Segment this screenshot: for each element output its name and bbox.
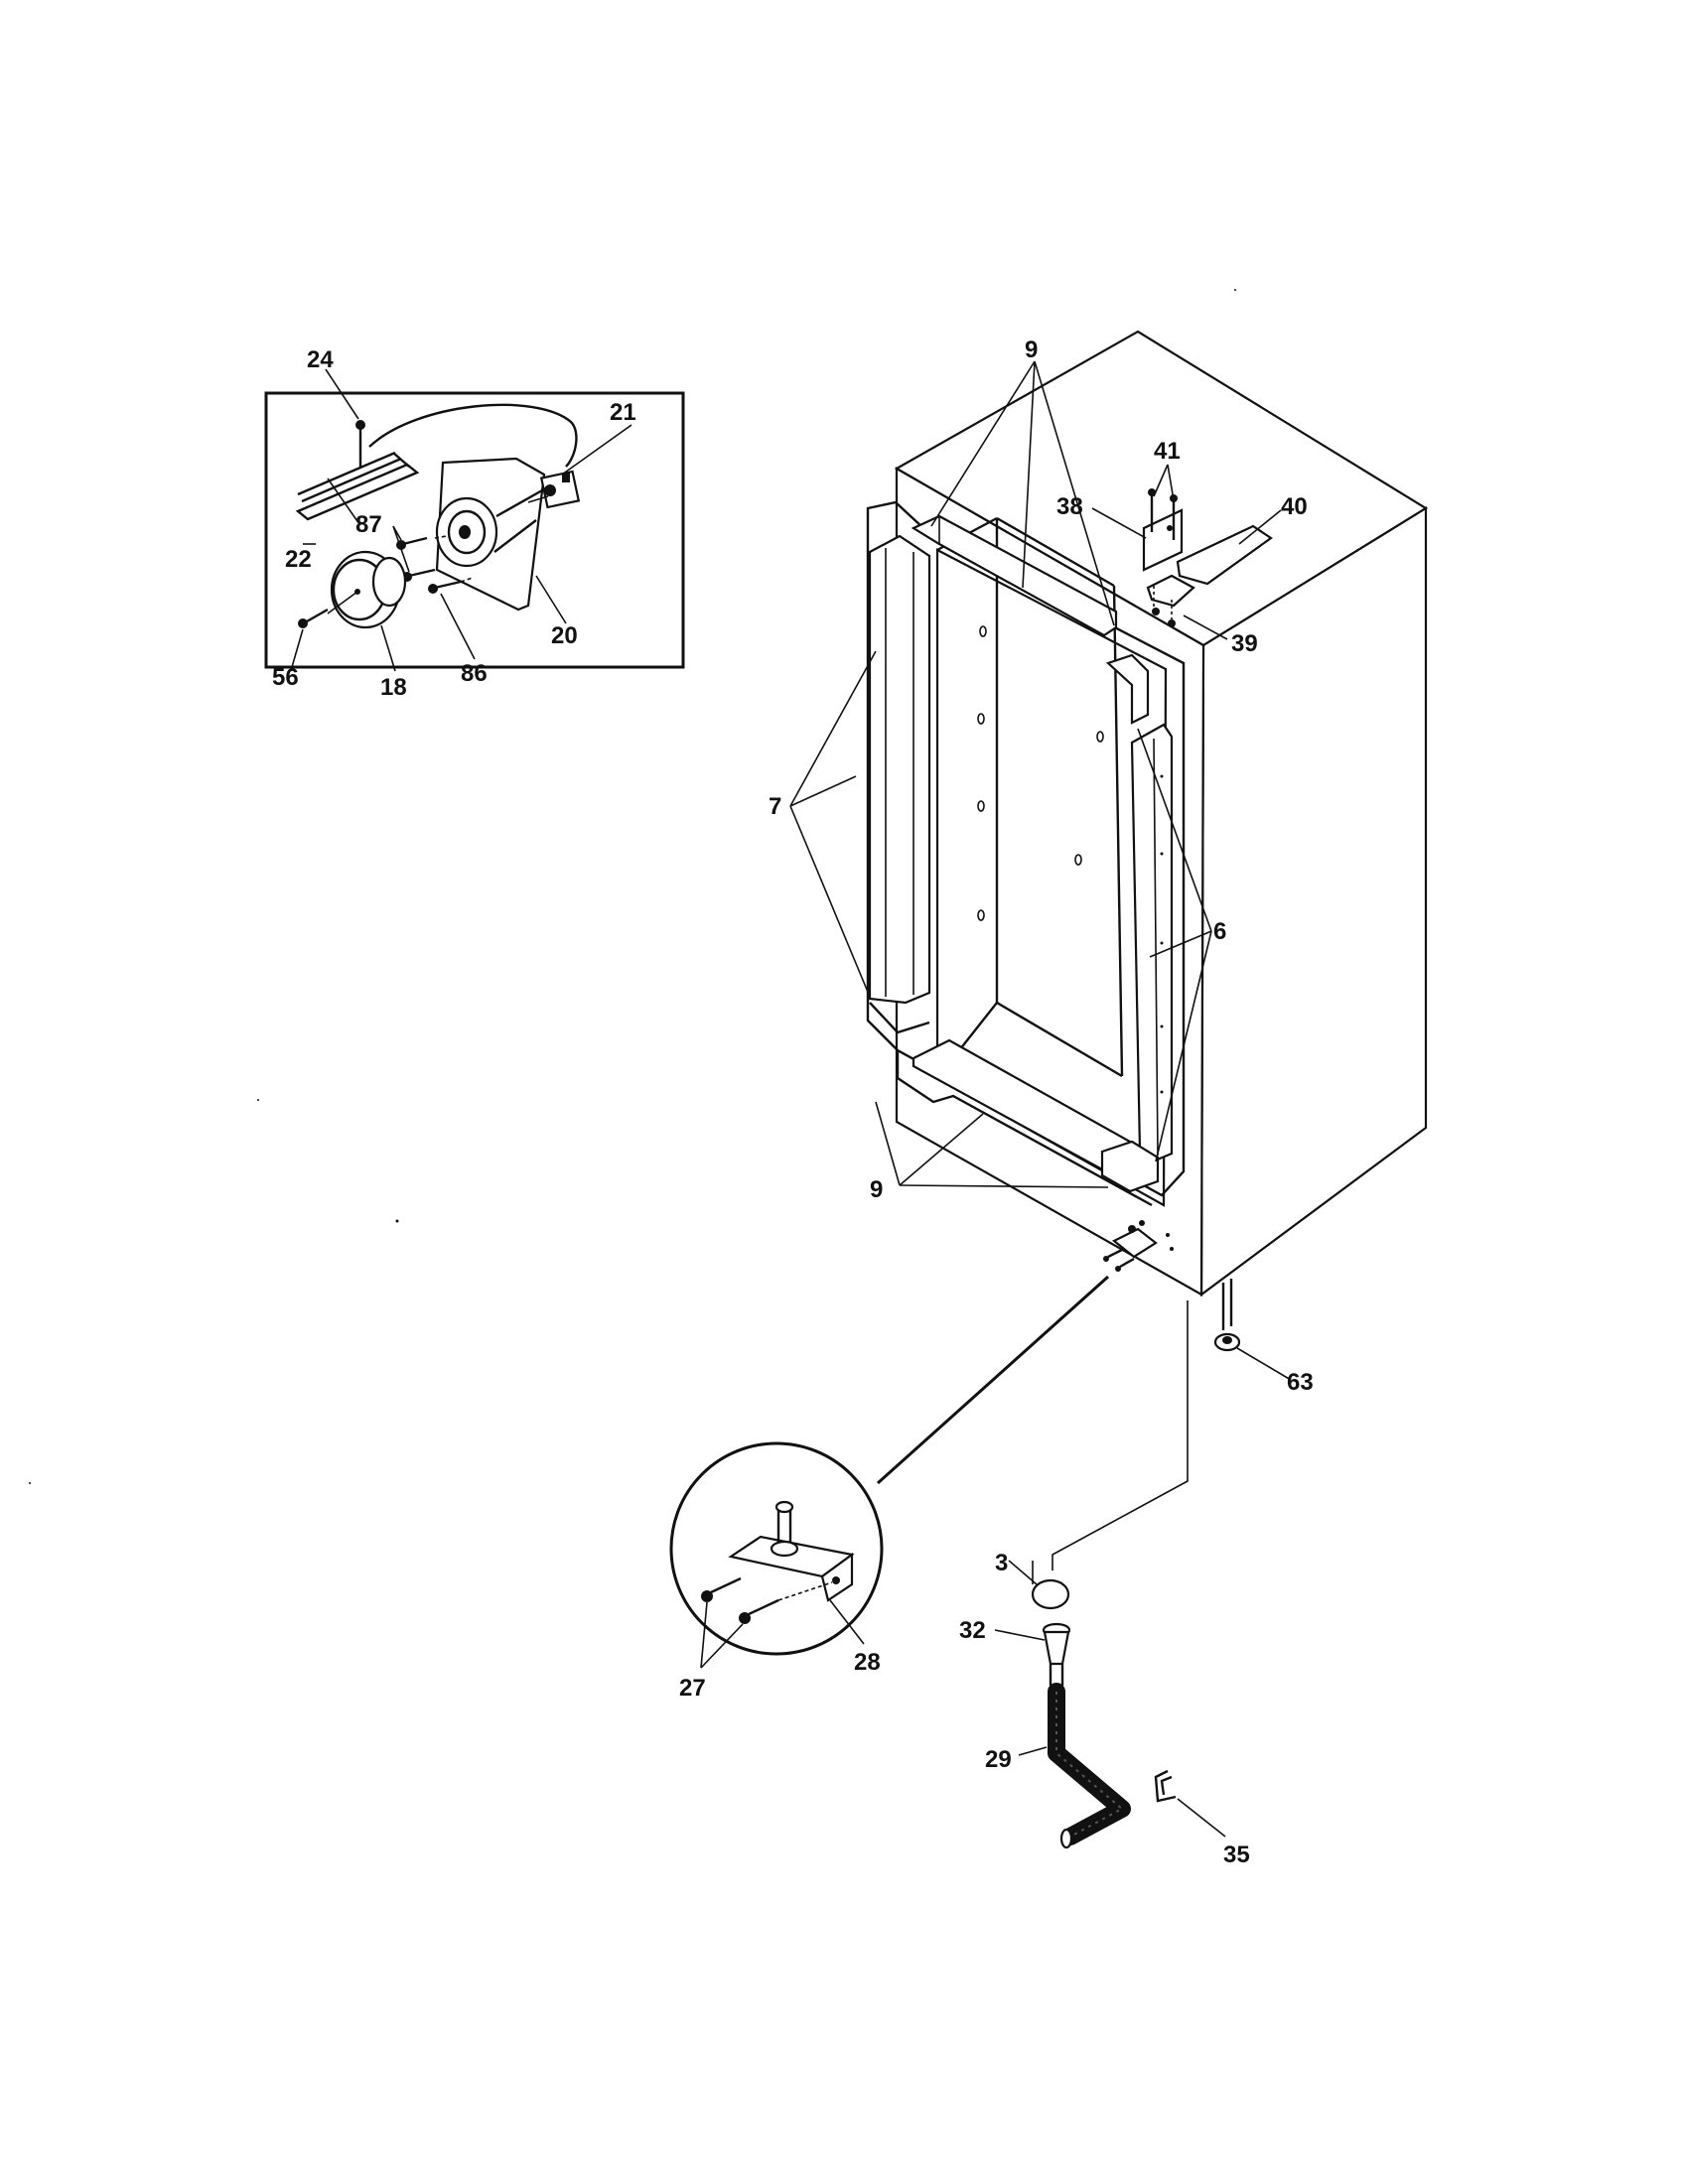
part-35-clip: [1154, 1769, 1177, 1803]
label-7: 7: [769, 793, 781, 820]
label-63: 63: [1287, 1369, 1314, 1396]
label-32: 32: [959, 1617, 986, 1644]
label-22: 22: [285, 546, 312, 573]
label-9-bottom: 9: [870, 1176, 883, 1203]
freezer-cabinet: [866, 330, 1429, 1352]
part-32-drain-fitting: [1042, 1622, 1071, 1686]
label-9-top: 9: [1025, 337, 1038, 363]
part-40-hinge-arm: [1176, 524, 1273, 586]
part-18-fan-blade: [327, 550, 407, 629]
bottom-hinge-small: [1103, 1220, 1174, 1272]
part-39-hinge-block: [1146, 574, 1195, 608]
label-29: 29: [985, 1746, 1012, 1773]
part-9-bottom-breaker-strip: [896, 1038, 1160, 1207]
label-18: 18: [380, 674, 407, 701]
part-24-screw: [355, 420, 365, 469]
label-35: 35: [1223, 1842, 1250, 1868]
part-3-plug: [1031, 1561, 1070, 1610]
fan-assembly-inset: [264, 368, 685, 672]
drain-assembly: [994, 1300, 1226, 1849]
label-87: 87: [355, 511, 382, 538]
top-hinge-assembly: [1142, 488, 1273, 627]
part-labels: 24 21 87 22 20 56 18 86 9 41 38 40 39 7 …: [272, 337, 1314, 1868]
label-28: 28: [854, 1649, 881, 1676]
part-22-bracket: [295, 451, 420, 521]
label-24: 24: [307, 346, 334, 373]
label-56: 56: [272, 664, 299, 691]
scan-specks: [29, 289, 1236, 1484]
wire: [368, 403, 578, 468]
lower-hinge-detail: [669, 1275, 1110, 1669]
inset-leaders: [291, 368, 632, 672]
label-39: 39: [1231, 630, 1258, 657]
liner-holes: [977, 625, 1104, 921]
label-40: 40: [1281, 493, 1308, 520]
cabinet-leaders: [789, 360, 1292, 1381]
part-20-fan-housing: [435, 457, 546, 612]
label-27: 27: [679, 1675, 706, 1702]
part-21-switch: [527, 470, 581, 509]
part-38-hinge-plate: [1142, 508, 1184, 572]
drain-route-line: [1052, 1300, 1189, 1570]
part-7-left-breaker-strip: [868, 534, 931, 1034]
label-6: 6: [1213, 918, 1226, 945]
part-86-screw: [428, 577, 474, 594]
label-21: 21: [610, 399, 636, 426]
part-63-leveling-leg: [1213, 1279, 1241, 1352]
label-3: 3: [995, 1550, 1008, 1576]
label-38: 38: [1056, 493, 1083, 520]
part-9-top-breaker-strip: [911, 514, 1150, 725]
part-56-screw: [298, 608, 329, 628]
part-29-drain-hose: [1048, 1683, 1131, 1849]
label-86: 86: [461, 660, 488, 687]
part-6-right-breaker-strip: [1130, 723, 1174, 1165]
label-20: 20: [551, 622, 578, 649]
label-41: 41: [1154, 438, 1181, 465]
detail-callout-line: [876, 1275, 1110, 1485]
